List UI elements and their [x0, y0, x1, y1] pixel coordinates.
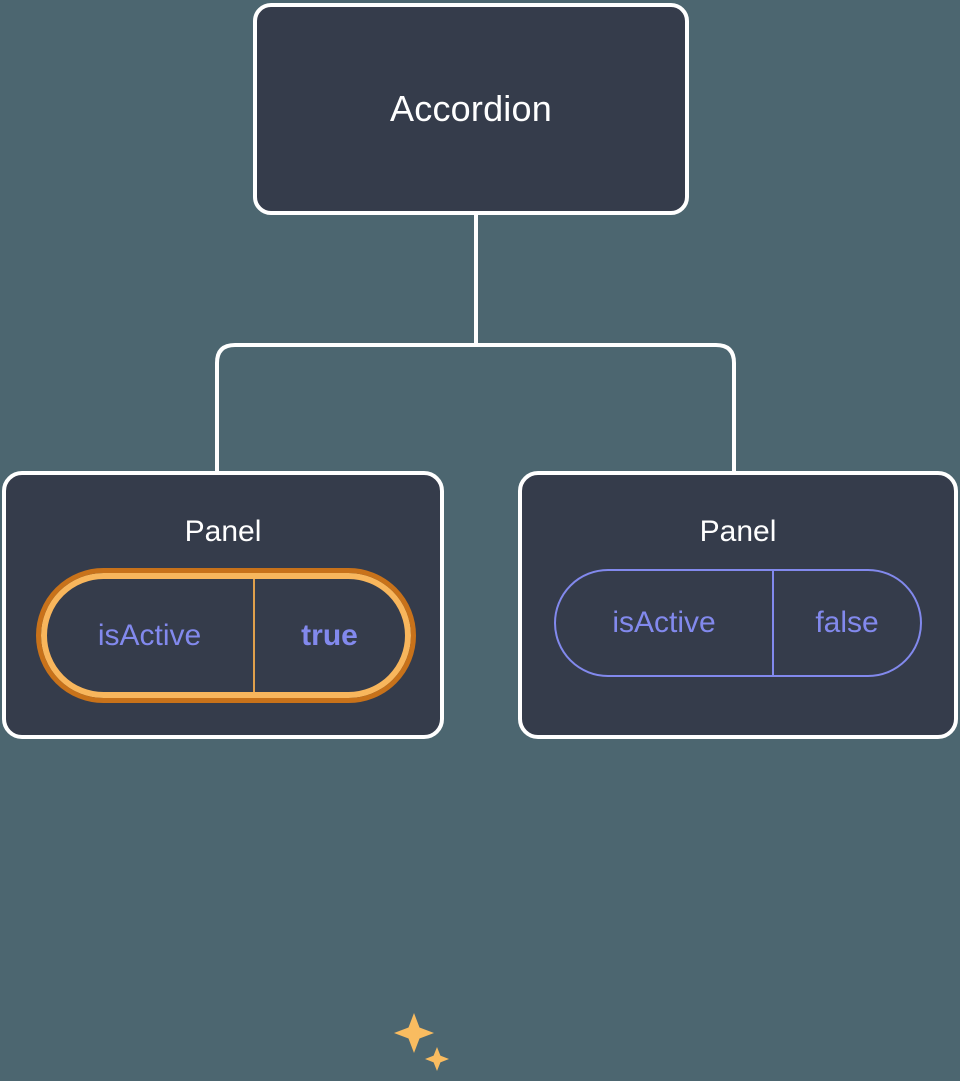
prop-pill-isactive-true[interactable]: isActive true	[35, 568, 416, 703]
prop-key-label: isActive	[97, 618, 202, 652]
tree-node-accordion[interactable]: Accordion	[253, 3, 689, 215]
prop-value-label: false	[815, 606, 879, 639]
prop-value-cell: true	[255, 579, 405, 692]
prop-key-cell: isActive	[556, 571, 774, 675]
prop-key-label: isActive	[612, 606, 716, 639]
prop-pill-isactive-false[interactable]: isActive false	[554, 569, 922, 677]
component-tree-diagram: Accordion Panel isActive true Panel isAc…	[2, 3, 958, 1071]
tree-node-panel-active[interactable]: Panel isActive true	[2, 471, 449, 1071]
prop-key-cell: isActive	[47, 579, 255, 692]
prop-value-label: true	[301, 618, 358, 652]
node-label-panel-inactive: Panel	[699, 515, 777, 548]
node-label-panel-active: Panel	[184, 515, 262, 548]
sparkles-icon	[394, 1013, 449, 1071]
tree-node-panel-inactive[interactable]: Panel isActive false	[518, 471, 958, 739]
prop-value-cell: false	[774, 571, 920, 675]
connector-branch-bar	[215, 343, 736, 471]
node-label-accordion: Accordion	[390, 88, 552, 129]
